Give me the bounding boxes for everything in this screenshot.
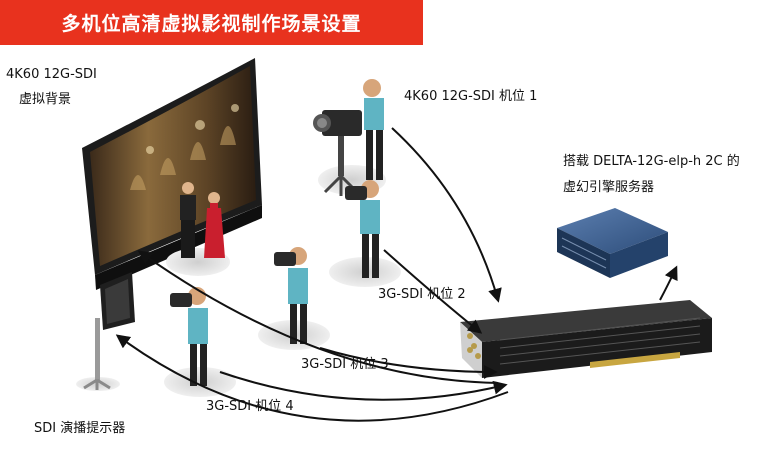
- camera-1-tripod-rig: [313, 79, 384, 196]
- prompter-label: SDI 演播提示器: [34, 421, 126, 436]
- server-label-1: 搭载 DELTA-12G-elp-h 2C 的: [563, 154, 740, 169]
- delta-capture-card: [460, 300, 712, 378]
- unreal-engine-server: [557, 208, 668, 278]
- camera-2-operator: [345, 180, 380, 278]
- camera-4-label: 3G-SDI 机位 4: [206, 399, 294, 414]
- camera-1-label: 4K60 12G-SDI 机位 1: [404, 89, 538, 104]
- camera-2-label: 3G-SDI 机位 2: [378, 287, 466, 302]
- signal-arrows: [115, 127, 678, 422]
- actors: [180, 182, 225, 258]
- sdi-prompter: [83, 272, 135, 390]
- server-label-2: 虚幻引擎服务器: [563, 180, 655, 195]
- virtual-background-label-2: 虚拟背景: [19, 92, 72, 107]
- title-banner: 多机位高清虚拟影视制作场景设置: [0, 0, 423, 45]
- camera-3-operator: [274, 247, 308, 344]
- camera-3-label: 3G-SDI 机位 3: [301, 357, 389, 372]
- virtual-background-label-1: 4K60 12G-SDI: [6, 67, 97, 82]
- page-title: 多机位高清虚拟影视制作场景设置: [61, 13, 362, 35]
